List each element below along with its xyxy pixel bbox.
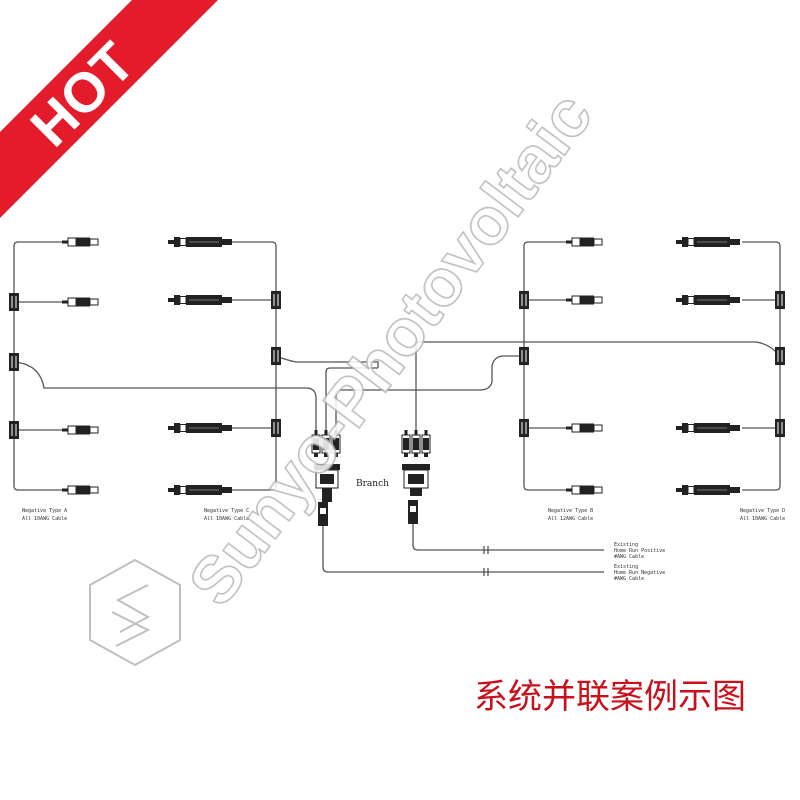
branch-connectors <box>311 429 431 526</box>
neg-type-d-cable: All 10AWG Cable <box>740 516 785 522</box>
watermark: Sunyo-Photovoltaic <box>89 78 607 667</box>
t-branch-connector <box>8 292 20 312</box>
female-connector <box>167 484 233 496</box>
branch-label: Branch <box>356 479 389 489</box>
home-run-negative-cable: #AWG Cable <box>614 576 644 582</box>
neg-type-b-cable: All 12AWG Cable <box>548 516 593 522</box>
male-connector <box>565 423 603 433</box>
t-branch-connector <box>518 290 530 310</box>
home-run-positive-desc: Home Run Positive <box>614 548 665 554</box>
neg-type-a-cable: All 10AWG Cable <box>22 516 67 522</box>
hexagon-s-logo-icon <box>89 558 181 667</box>
male-connector <box>61 485 99 495</box>
female-connector <box>167 236 233 248</box>
female-connector <box>675 236 741 248</box>
female-connector <box>167 422 233 434</box>
neg-type-c-cable: All 10AWG Cable <box>204 516 249 522</box>
home-run-positive-title: Existing <box>614 542 638 548</box>
neg-type-a-title: Negative Type A <box>22 508 67 514</box>
right-array <box>335 241 781 491</box>
female-connector <box>675 294 741 306</box>
t-branch-connector <box>518 418 530 438</box>
t-branch-connector <box>8 420 20 440</box>
t-branch-connector <box>518 346 530 366</box>
female-connector <box>675 422 741 434</box>
t-branch-connector <box>774 346 786 366</box>
home-run-cables <box>322 524 604 576</box>
home-run-negative-desc: Home Run Negative <box>614 570 665 576</box>
t-branch-connector <box>774 418 786 438</box>
home-run-positive-cable: #AWG Cable <box>614 554 644 560</box>
neg-type-d-title: Negative Type D <box>740 508 785 514</box>
t-branch-connector <box>8 352 20 372</box>
t-branch-connector <box>774 290 786 310</box>
male-connector <box>565 485 603 495</box>
male-connector <box>61 297 99 307</box>
watermark-brand-text: Sunyo-Photovoltaic <box>174 79 606 618</box>
male-connector <box>565 237 603 247</box>
female-connector <box>675 484 741 496</box>
diagram-caption: 系统并联案例示图 <box>474 677 746 717</box>
t-branch-connector <box>270 346 282 366</box>
female-connector <box>167 294 233 306</box>
male-connector <box>61 237 99 247</box>
male-connector <box>61 425 99 435</box>
neg-type-b-title: Negative Type B <box>548 508 593 514</box>
neg-type-c-title: Negative Type C <box>204 508 249 514</box>
male-connector <box>565 295 603 305</box>
hot-badge: HOT <box>0 0 218 218</box>
t-branch-connector <box>270 290 282 310</box>
home-run-negative-title: Existing <box>614 564 638 570</box>
